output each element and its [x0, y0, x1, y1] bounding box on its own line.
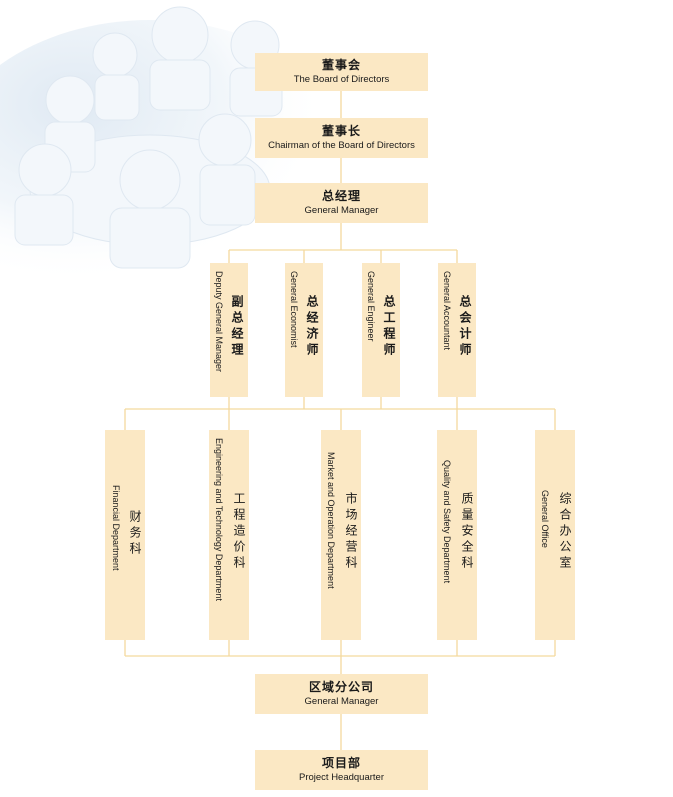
engineering-technology-department-en: Engineering and Technology Department [214, 438, 224, 601]
general-manager-box: 总经理 General Manager [255, 183, 428, 223]
deputy-general-manager-cn: 副总经理 [230, 295, 244, 359]
engineering-technology-department-box: 工程造价科 Engineering and Technology Departm… [209, 430, 249, 640]
general-economist-en: General Economist [289, 271, 299, 348]
financial-department-box: 财务科 Financial Department [105, 430, 145, 640]
chairman-box: 董事长 Chairman of the Board of Directors [255, 118, 428, 158]
general-engineer-en: General Engineer [366, 271, 376, 342]
deputy-general-manager-en: Deputy General Manager [214, 271, 224, 373]
project-headquarter-en: Project Headquarter [298, 772, 385, 783]
market-operation-department-cn: 市场经营科 [344, 492, 358, 572]
general-office-cn: 综合办公室 [558, 492, 572, 572]
project-headquarter-box: 项目部 Project Headquarter [255, 750, 428, 790]
general-office-en: General Office [540, 490, 550, 548]
chairman-en: Chairman of the Board of Directors [268, 140, 415, 151]
financial-department-en: Financial Department [111, 485, 121, 571]
quality-safety-department-cn: 质量安全科 [460, 492, 474, 572]
general-manager-en: General Manager [304, 205, 379, 216]
project-headquarter-cn: 项目部 [321, 756, 361, 770]
general-economist-box: 总经济师 General Economist [285, 263, 323, 397]
financial-department-cn: 财务科 [128, 510, 142, 558]
general-engineer-cn: 总工程师 [382, 295, 396, 359]
regional-branch-en: General Manager [304, 696, 379, 707]
engineering-technology-department-cn: 工程造价科 [232, 492, 246, 572]
board-of-directors-en: The Board of Directors [293, 74, 390, 85]
general-engineer-box: 总工程师 General Engineer [362, 263, 400, 397]
quality-safety-department-box: 质量安全科 Quality and Safety Department [437, 430, 477, 640]
board-of-directors-box: 董事会 The Board of Directors [255, 53, 428, 91]
general-accountant-en: General Accountant [442, 271, 452, 351]
general-accountant-cn: 总会计师 [458, 295, 472, 359]
market-operation-department-en: Market and Operation Department [326, 452, 336, 589]
general-office-box: 综合办公室 General Office [535, 430, 575, 640]
general-economist-cn: 总经济师 [305, 295, 319, 359]
quality-safety-department-en: Quality and Safety Department [442, 460, 452, 584]
deputy-general-manager-box: 副总经理 Deputy General Manager [210, 263, 248, 397]
board-of-directors-cn: 董事会 [321, 58, 361, 72]
market-operation-department-box: 市场经营科 Market and Operation Department [321, 430, 361, 640]
chairman-cn: 董事长 [321, 124, 361, 138]
regional-branch-box: 区域分公司 General Manager [255, 674, 428, 714]
regional-branch-cn: 区域分公司 [308, 680, 374, 694]
general-accountant-box: 总会计师 General Accountant [438, 263, 476, 397]
general-manager-cn: 总经理 [321, 189, 361, 203]
